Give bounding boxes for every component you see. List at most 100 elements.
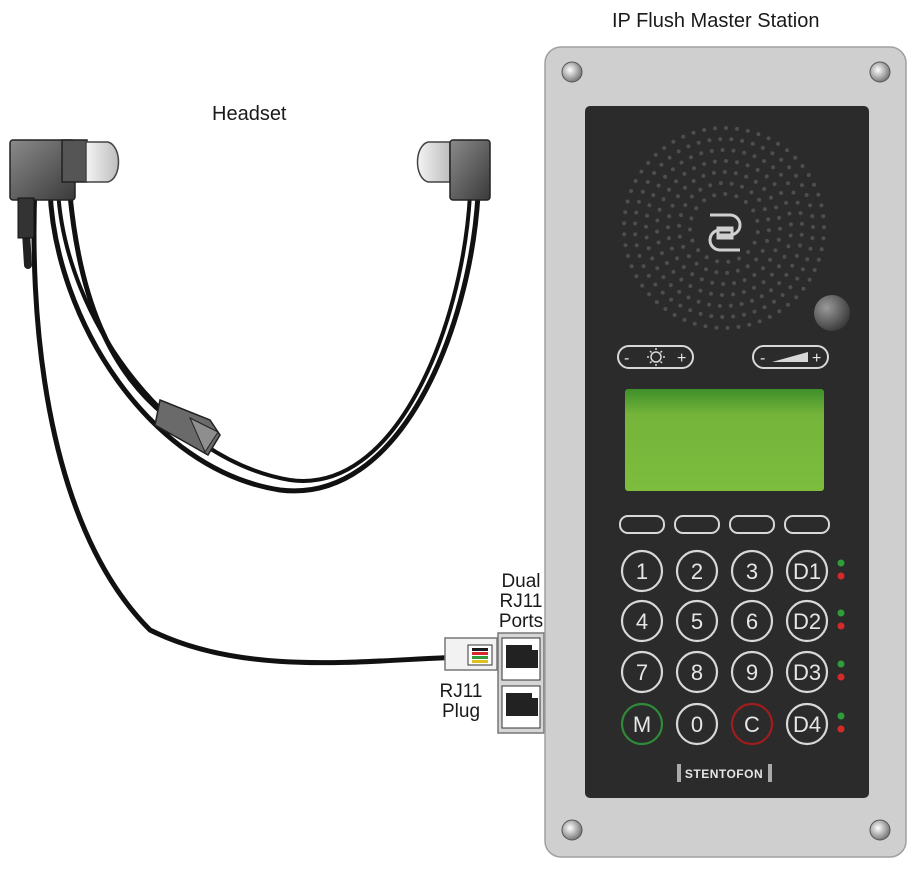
grille-hole xyxy=(679,277,684,282)
grille-hole xyxy=(731,292,736,297)
grille-hole xyxy=(633,232,638,237)
key-7[interactable]: 7 xyxy=(620,650,664,694)
grille-hole xyxy=(726,259,731,264)
grille-hole xyxy=(788,233,793,238)
key-c[interactable]: C xyxy=(730,702,774,746)
grille-hole xyxy=(721,282,726,286)
key-4[interactable]: 4 xyxy=(620,599,664,643)
grille-hole xyxy=(754,257,759,262)
key-label: C xyxy=(744,712,760,737)
grille-hole xyxy=(757,197,762,202)
grille-hole xyxy=(713,126,717,131)
grille-hole xyxy=(702,128,707,132)
grille-hole xyxy=(788,285,793,290)
grille-hole xyxy=(812,268,817,272)
grille-hole xyxy=(702,162,707,166)
key-d3[interactable]: D3 xyxy=(785,650,829,694)
soft-keys[interactable] xyxy=(619,515,830,534)
grille-hole xyxy=(669,246,674,251)
key-6[interactable]: 6 xyxy=(730,599,774,643)
key-d2[interactable]: D2 xyxy=(785,599,829,643)
grille-hole xyxy=(810,214,815,219)
grille-hole xyxy=(675,256,679,261)
grille-hole xyxy=(676,149,681,154)
grille-hole xyxy=(769,288,773,293)
grille-hole xyxy=(779,191,784,195)
key-1[interactable]: 1 xyxy=(620,549,664,593)
grille-hole xyxy=(735,160,739,165)
grille-hole xyxy=(686,144,691,149)
grille-hole xyxy=(768,257,773,262)
grille-hole xyxy=(720,148,725,152)
grille-hole xyxy=(646,160,651,165)
grille-hole xyxy=(822,225,826,230)
grille-hole xyxy=(646,273,651,278)
grille-hole xyxy=(762,159,767,164)
led-green xyxy=(837,559,845,567)
key-ring xyxy=(730,650,774,694)
grille-hole xyxy=(821,214,826,219)
grille-hole xyxy=(761,280,766,285)
rj11-plug xyxy=(444,637,498,671)
grille-hole xyxy=(747,322,752,327)
grille-hole xyxy=(640,283,645,288)
stentofon-logo-icon xyxy=(708,213,742,252)
grille-hole xyxy=(656,240,661,245)
grille-hole xyxy=(774,205,779,210)
key-8[interactable]: 8 xyxy=(675,650,719,694)
grille-hole xyxy=(761,266,765,271)
grille-hole xyxy=(782,254,787,259)
grille-hole xyxy=(629,189,634,193)
grille-hole xyxy=(677,223,682,228)
grille-hole xyxy=(661,275,666,280)
grille-hole xyxy=(698,311,703,316)
grille-hole xyxy=(660,290,665,295)
volume-control[interactable]: - + xyxy=(752,345,829,369)
grille-hole xyxy=(799,232,804,237)
key-2[interactable]: 2 xyxy=(675,549,719,593)
grille-hole xyxy=(771,165,776,170)
grille-hole xyxy=(724,126,728,130)
grille-hole xyxy=(704,255,709,260)
grille-hole xyxy=(805,257,810,262)
key-d4[interactable]: D4 xyxy=(785,702,829,746)
grille-hole xyxy=(732,281,737,286)
grille-hole xyxy=(681,244,686,249)
grille-hole xyxy=(625,199,630,204)
key-d1[interactable]: D1 xyxy=(785,549,829,593)
grille-hole xyxy=(653,282,658,287)
grille-hole xyxy=(777,215,782,220)
key-9[interactable]: 9 xyxy=(730,650,774,694)
mount-hole xyxy=(561,819,583,841)
key-label: M xyxy=(633,712,651,737)
grille-hole xyxy=(778,226,782,231)
dual-rj11-ports-label: Dual RJ11 Ports xyxy=(498,572,544,632)
plug-label-line1: RJ11 xyxy=(439,681,483,702)
grille-hole xyxy=(696,248,701,253)
grille-hole xyxy=(786,302,791,307)
brightness-sun-icon xyxy=(647,348,665,366)
grille-hole xyxy=(784,272,789,277)
grille-hole xyxy=(634,210,639,215)
grille-hole xyxy=(749,190,754,195)
grille-hole xyxy=(737,256,741,261)
soft-key xyxy=(729,515,775,534)
key-ring xyxy=(785,549,829,593)
key-ring xyxy=(675,549,719,593)
key-0[interactable]: 0 xyxy=(675,702,719,746)
grille-hole xyxy=(745,163,750,168)
brightness-control[interactable]: - + xyxy=(617,345,694,369)
key-5[interactable]: 5 xyxy=(675,599,719,643)
grille-hole xyxy=(690,272,695,277)
headset-title: Headset xyxy=(212,103,287,125)
grille-hole xyxy=(696,299,701,304)
led-red xyxy=(837,725,845,733)
key-3[interactable]: 3 xyxy=(730,549,774,593)
grille-hole xyxy=(654,300,659,305)
grille-hole xyxy=(686,295,691,300)
key-m[interactable]: M xyxy=(620,702,664,746)
grille-hole xyxy=(800,267,805,272)
grille-hole xyxy=(776,141,781,146)
dual-rj11-ports xyxy=(497,632,545,734)
